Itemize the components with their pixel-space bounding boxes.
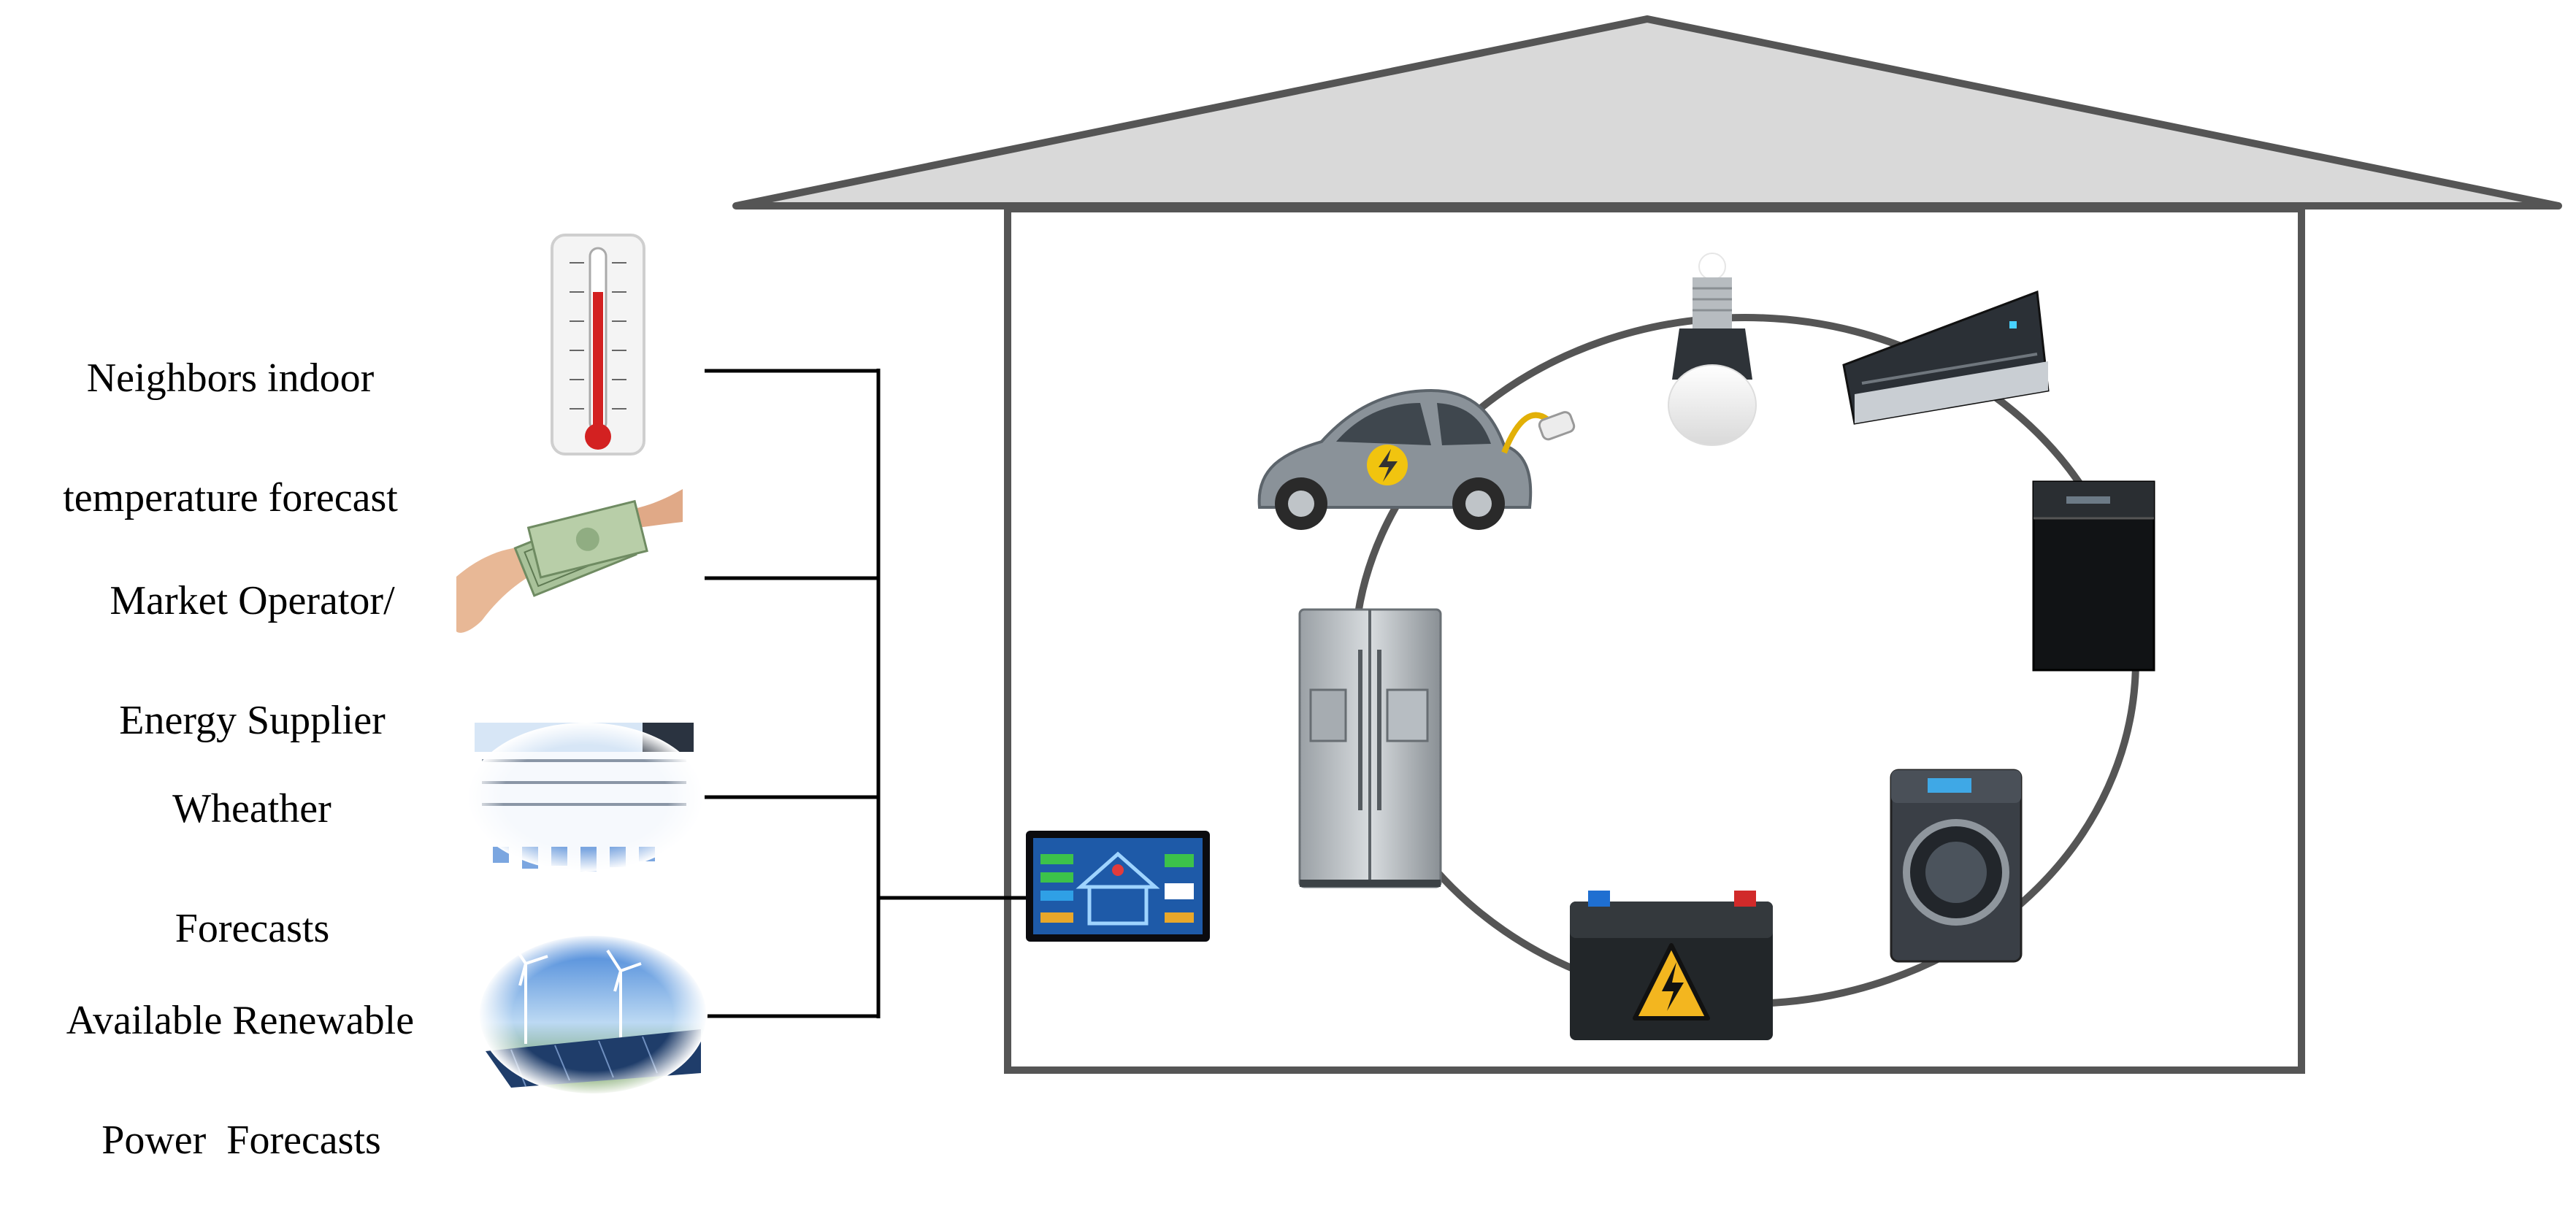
home-energy-management-screen-icon <box>1026 831 1210 942</box>
label-line: Available Renewable <box>66 998 415 1043</box>
house-walls <box>1004 205 2305 1074</box>
house-roof <box>732 15 2562 210</box>
dishwasher-icon <box>2032 480 2155 672</box>
input-label-market: Market Operator/ Energy Supplier <box>33 511 431 810</box>
label-line: Market Operator/ <box>110 578 395 623</box>
label-line: Wheather <box>172 786 331 831</box>
label-line: temperature forecast <box>63 475 398 520</box>
label-line: Power Forecasts <box>101 1118 381 1163</box>
label-line: Energy Supplier <box>119 698 386 743</box>
electric-car-icon <box>1257 388 1576 530</box>
battery-icon <box>1570 891 1773 1040</box>
weather-table-icon <box>467 723 704 872</box>
refrigerator-icon <box>1298 608 1442 888</box>
label-line: Neighbors indoor <box>86 355 375 401</box>
thermometer-icon <box>551 234 645 456</box>
smart-home-diagram: Neighbors indoor temperature forecast Ma… <box>11 15 2562 1163</box>
wind-solar-farm-icon <box>478 934 708 1095</box>
input-connectors <box>705 369 1026 1018</box>
input-label-renewable: Available Renewable Power Forecasts <box>11 931 431 1230</box>
light-bulb-icon <box>1668 253 1757 446</box>
label-line: Forecasts <box>175 906 330 951</box>
washing-machine-icon <box>1890 769 2023 963</box>
air-conditioner-icon <box>1842 290 2050 425</box>
input-label-weather: Wheather Forecasts <box>33 719 431 1018</box>
money-handshake-icon <box>456 489 683 633</box>
input-label-temperature: Neighbors indoor temperature forecast <box>11 288 409 588</box>
